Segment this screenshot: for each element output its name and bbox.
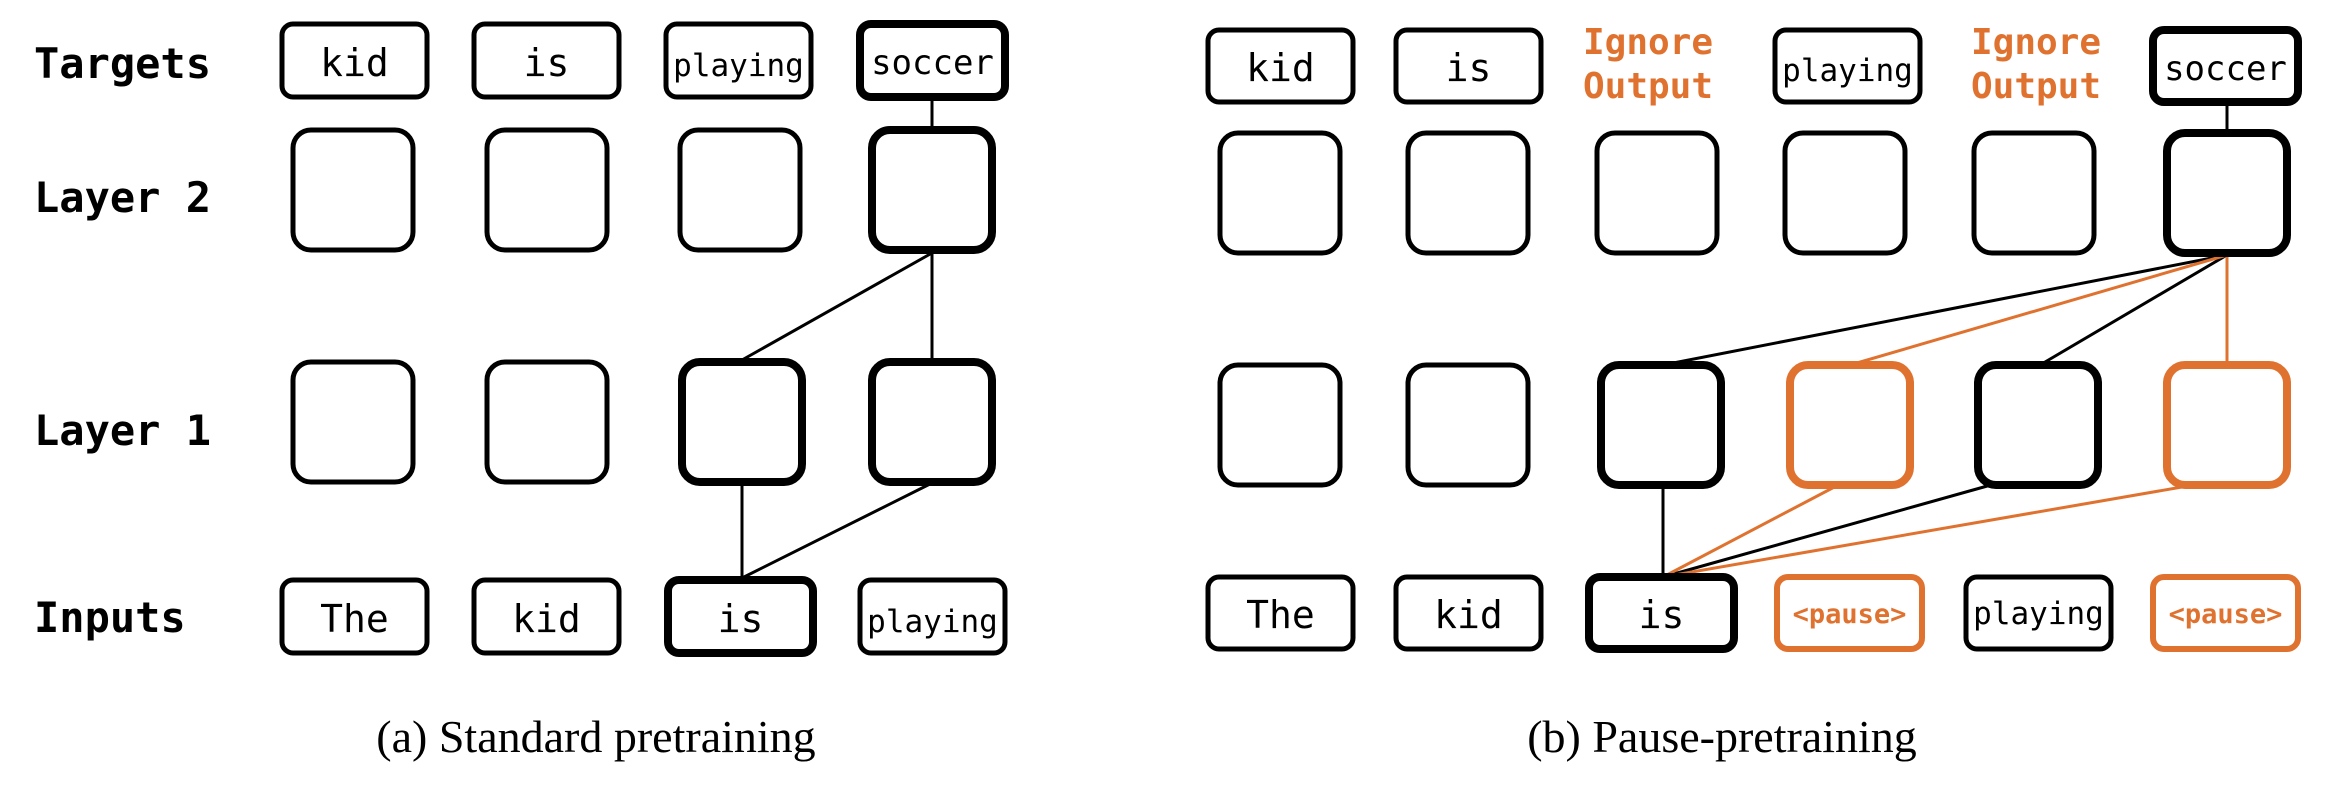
row-label-targets: Targets: [34, 39, 211, 88]
right-input-box: [1393, 574, 1544, 652]
left-input-the: The: [320, 597, 389, 641]
right-edge-l2-l1-col5: [2039, 253, 2228, 367]
caption-pause-pretraining: (b) Pause-pretraining: [1527, 711, 1917, 762]
left-input-box: [279, 577, 430, 656]
left-input-box-highlight: [664, 576, 817, 657]
left-layer2-node: [290, 127, 416, 253]
caption-standard-pretraining: (a) Standard pretraining: [376, 711, 815, 762]
left-layer2-row: [290, 126, 996, 254]
left-edge-l2-l1-col3: [741, 251, 933, 362]
left-layer1-row: [290, 358, 996, 486]
right-input-box-pause: [2150, 574, 2301, 652]
right-target-playing: playing: [1782, 53, 1913, 89]
left-layer2-node-highlight: [868, 126, 996, 254]
right-edge-l1col6-input: [1662, 481, 2206, 579]
right-edge-l1col5-input: [1662, 481, 1999, 579]
right-target-box: [1772, 27, 1923, 105]
right-connections-orange: [1662, 253, 2229, 579]
right-input-box: [1205, 574, 1356, 652]
right-input-box: [1963, 574, 2114, 652]
right-layer1-node-highlight: [1974, 361, 2102, 489]
right-connections-black: [1661, 102, 2229, 579]
row-label-layer1: Layer 1: [34, 406, 211, 455]
right-target-soccer: soccer: [2164, 49, 2287, 89]
right-input-box-highlight: [1585, 573, 1738, 653]
right-inputs-row: The kid is <pause> playing <pause>: [1205, 573, 2301, 653]
right-layer1-node: [1405, 362, 1531, 488]
left-target-playing: playing: [673, 48, 804, 84]
left-target-kid: kid: [320, 41, 389, 85]
left-target-soccer: soccer: [871, 43, 994, 83]
left-targets-row: kid is playing soccer: [279, 20, 1009, 101]
right-ignore-output-2-line1: Ignore: [1971, 22, 2101, 63]
left-target-box-highlight: [856, 20, 1009, 101]
right-ignore-output-2-line2: Output: [1971, 66, 2101, 107]
left-input-is: is: [718, 597, 764, 641]
right-input-kid: kid: [1434, 593, 1503, 637]
left-input-box: [857, 577, 1008, 656]
right-layer1-node-highlight: [1597, 361, 1725, 489]
left-layer1-node-highlight: [868, 358, 996, 486]
right-layer2-node-highlight: [2163, 129, 2291, 257]
right-layer2-node: [1405, 130, 1531, 256]
right-edge-l2-l1-col3: [1662, 253, 2228, 367]
right-layer1-row: [1217, 361, 2291, 489]
left-input-kid: kid: [512, 597, 581, 641]
right-layer1-node-pause: [1786, 361, 1914, 489]
left-layer2-node: [677, 127, 803, 253]
right-input-playing: playing: [1973, 596, 2104, 632]
right-target-is: is: [1446, 46, 1492, 90]
left-edge-l1col4-input: [741, 481, 933, 580]
left-layer1-node: [290, 359, 416, 485]
right-target-box-highlight: [2149, 26, 2302, 106]
left-input-box: [471, 577, 622, 656]
right-edge-l1col4-input: [1662, 481, 1843, 579]
right-layer2-row: [1217, 129, 2291, 257]
right-target-box: [1205, 27, 1356, 105]
right-input-pause-2: <pause>: [2169, 599, 2283, 630]
right-layer2-node: [1782, 130, 1908, 256]
left-input-playing: playing: [867, 604, 998, 640]
row-label-layer2: Layer 2: [34, 173, 211, 222]
right-target-box: [1393, 27, 1544, 105]
right-edge-l2-l1-col4-pause: [1849, 253, 2228, 367]
left-target-box: [471, 21, 622, 100]
right-target-kid: kid: [1246, 46, 1315, 90]
left-layer1-node-highlight: [678, 358, 806, 486]
right-layer2-node: [1971, 130, 2097, 256]
row-label-inputs: Inputs: [34, 593, 186, 642]
right-input-pause-1: <pause>: [1793, 599, 1907, 630]
left-target-box: [279, 21, 430, 100]
left-target-is: is: [524, 41, 570, 85]
left-layer2-node: [484, 127, 610, 253]
right-input-the: The: [1246, 593, 1315, 637]
right-input-box-pause: [1774, 574, 1925, 652]
right-ignore-output-1-line1: Ignore: [1583, 22, 1713, 63]
left-inputs-row: The kid is playing: [279, 576, 1008, 657]
left-layer1-node: [484, 359, 610, 485]
left-connections: [740, 97, 934, 580]
left-target-box: [663, 21, 814, 100]
right-ignore-output-1-line2: Output: [1583, 66, 1713, 107]
right-layer1-node-pause: [2163, 361, 2291, 489]
right-layer1-node: [1217, 362, 1343, 488]
right-input-is: is: [1639, 593, 1685, 637]
right-layer2-node: [1217, 130, 1343, 256]
right-layer2-node: [1594, 130, 1720, 256]
